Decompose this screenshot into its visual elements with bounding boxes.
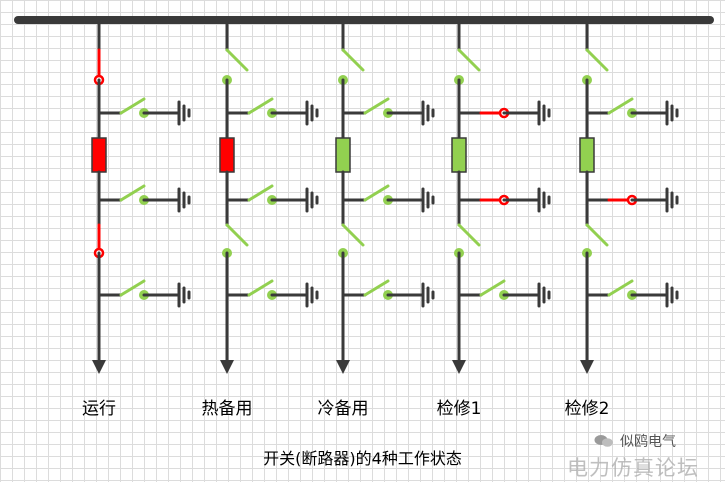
column-running-earth-switch-2-blade	[119, 184, 146, 202]
watermark-brand-text: 似鸥电气	[620, 434, 676, 450]
watermark-brand: 似鸥电气	[594, 431, 676, 451]
column-label-running: 运行	[82, 399, 116, 419]
column-maintenance-1	[451, 22, 551, 374]
column-hot-standby-breaker	[219, 137, 235, 173]
column-running-earth-switch-3-blade	[119, 279, 146, 297]
column-maintenance-1-top-disconnector-blade	[457, 48, 481, 72]
wechat-logo-icon	[594, 435, 613, 447]
column-cold-standby-breaker	[335, 137, 351, 173]
column-running-outgoing-arrow	[92, 360, 106, 374]
column-maintenance-2-breaker	[579, 137, 595, 173]
column-maintenance-2-bottom-disconnector-blade	[585, 223, 609, 247]
column-maintenance-1-outgoing-arrow	[452, 360, 466, 374]
column-running-earth-switch-1-blade	[119, 97, 146, 115]
column-maintenance-2	[579, 22, 679, 374]
column-cold-standby-outgoing-arrow	[336, 360, 350, 374]
column-maintenance-2-earth-switch-1-blade	[607, 97, 634, 115]
column-label-hot-standby: 热备用	[201, 399, 253, 419]
column-maintenance-2-earth-switch-3-blade	[607, 279, 634, 297]
column-running-breaker	[91, 137, 107, 173]
column-label-cold-standby: 冷备用	[317, 399, 369, 419]
column-running	[91, 22, 191, 374]
column-maintenance-1-earth-switch-3-blade	[479, 279, 506, 297]
column-hot-standby-earth-switch-2-blade	[247, 184, 274, 202]
column-hot-standby	[219, 22, 319, 374]
column-hot-standby-outgoing-arrow	[220, 360, 234, 374]
column-hot-standby-earth-switch-3-blade	[247, 279, 274, 297]
column-cold-standby-earth-switch-2-blade	[363, 184, 390, 202]
column-cold-standby-earth-switch-3-blade	[363, 279, 390, 297]
column-maintenance-2-outgoing-arrow	[580, 360, 594, 374]
column-hot-standby-bottom-disconnector-blade	[225, 223, 249, 247]
column-cold-standby-bottom-disconnector-blade	[341, 223, 365, 247]
column-maintenance-2-top-disconnector-blade	[585, 48, 609, 72]
column-maintenance-1-breaker	[451, 137, 467, 173]
column-cold-standby	[335, 22, 435, 374]
column-label-maintenance-1: 检修1	[436, 399, 482, 419]
diagram-caption: 开关(断路器)的4种工作状态	[263, 449, 462, 468]
column-hot-standby-earth-switch-1-blade	[247, 97, 274, 115]
column-cold-standby-earth-switch-1-blade	[363, 97, 390, 115]
column-hot-standby-top-disconnector-blade	[225, 48, 249, 72]
column-label-maintenance-2: 检修2	[564, 399, 610, 419]
column-cold-standby-top-disconnector-blade	[341, 48, 365, 72]
watermark-site-text: 电力仿真论坛	[567, 456, 699, 480]
column-maintenance-1-bottom-disconnector-blade	[457, 223, 481, 247]
